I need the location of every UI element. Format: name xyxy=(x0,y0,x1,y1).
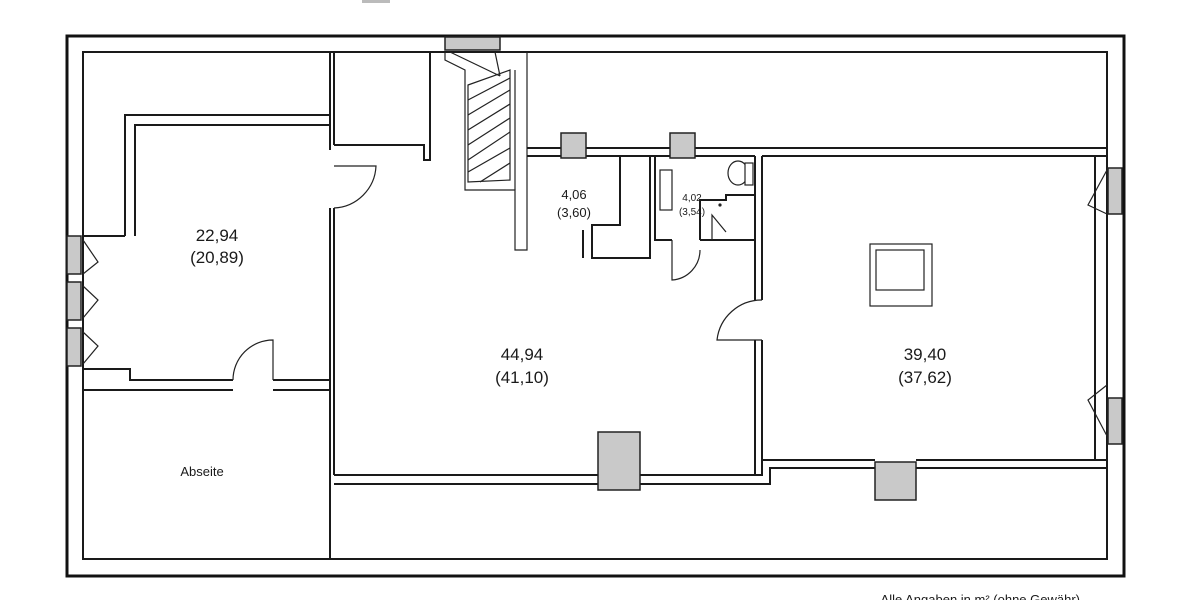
inner-outline xyxy=(82,51,1108,560)
room-small-area-net: (3,60) xyxy=(557,205,591,220)
staircase xyxy=(444,51,528,251)
small-room-walls xyxy=(582,156,651,259)
sink-icon xyxy=(659,169,673,211)
room-left-area: 22,94 xyxy=(196,226,239,245)
room-small-area: 4,06 xyxy=(561,187,586,202)
room-left-area-net: (20,89) xyxy=(190,248,244,267)
outer-wall xyxy=(65,34,1126,578)
room-center-area: 44,94 xyxy=(501,345,544,364)
drain-icon xyxy=(718,203,722,207)
room-bath-area: 4,02 xyxy=(682,193,702,204)
top-edge-mark xyxy=(362,0,390,3)
abseite-label: Abseite xyxy=(180,464,223,479)
bottom-corridor-walls xyxy=(334,459,1107,485)
windows xyxy=(66,36,1123,501)
room-center-area-net: (41,10) xyxy=(495,368,549,387)
left-room-walls xyxy=(83,114,330,391)
room-right-area-net: (37,62) xyxy=(898,368,952,387)
doors xyxy=(82,165,1108,437)
fixtures xyxy=(659,160,933,307)
room-bath-area-net: (3,54) xyxy=(679,207,705,218)
top-corridor-walls xyxy=(527,147,1107,157)
center-left-wall xyxy=(329,52,431,559)
footnote: Alle Angaben in m² (ohne Gewähr) xyxy=(881,592,1080,600)
room-right-area: 39,40 xyxy=(904,345,947,364)
bathroom-walls xyxy=(654,156,763,475)
